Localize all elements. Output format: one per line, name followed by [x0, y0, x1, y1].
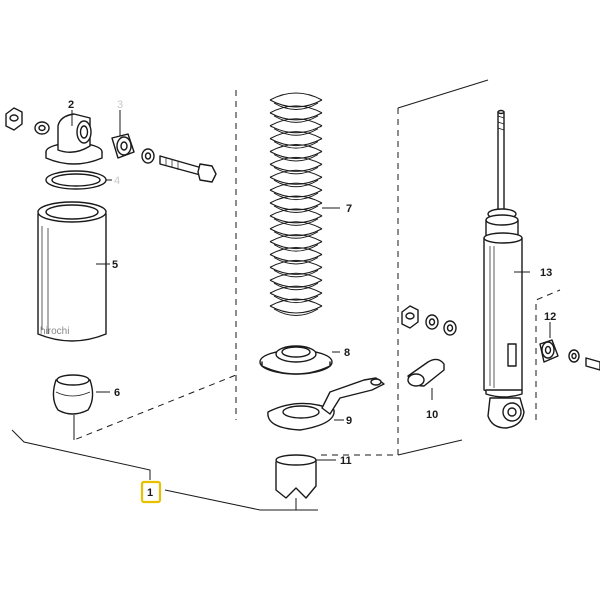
upper-mount-bracket — [45, 113, 103, 165]
spring-coil-back — [269, 182, 323, 191]
spring-coil-front — [269, 112, 323, 121]
spring-coil-inner — [273, 308, 319, 316]
bolt-top — [159, 155, 217, 183]
spring-coil-front — [269, 254, 323, 262]
spring-coil-inner — [273, 244, 319, 252]
spring-coil-front — [269, 266, 323, 275]
assembly-frame-lines — [11, 79, 561, 511]
bolt-12 — [585, 357, 600, 371]
spring-coil-front — [269, 176, 323, 185]
spring-coil-inner — [273, 282, 319, 291]
spring-coil-front — [269, 215, 323, 224]
spring-coil-inner — [273, 128, 319, 136]
bushing-12 — [539, 339, 559, 363]
spring-coil-inner — [273, 102, 319, 110]
spring-coil-front — [269, 189, 323, 198]
washer-mid — [141, 148, 155, 164]
spring-coil-back — [269, 92, 323, 101]
spring-coil-back — [269, 169, 323, 178]
spring-coil-inner — [273, 141, 319, 149]
callout-1-box[interactable] — [140, 480, 162, 504]
bump-stop — [52, 374, 94, 440]
spring-coil-inner — [273, 269, 319, 278]
washer-right-2 — [443, 320, 457, 336]
spring-coil-front — [269, 292, 323, 301]
spring-coil-back — [269, 234, 323, 243]
spring-coil-inner — [273, 231, 319, 239]
spring-coil-front — [269, 138, 323, 147]
spring-coil-front — [269, 151, 323, 159]
callout-8: 8 — [344, 347, 350, 359]
callout-9: 9 — [346, 415, 352, 427]
spring-coil-inner — [273, 115, 319, 123]
spring-coil-front — [269, 241, 323, 250]
washer-12 — [568, 349, 580, 363]
callout-4: 4 — [114, 175, 120, 187]
spring-coil-front — [269, 99, 323, 108]
callout-5: 5 — [112, 259, 118, 271]
callout-3: 3 — [117, 99, 123, 111]
spring-coil-back — [269, 259, 323, 268]
dust-cover-tube — [37, 201, 107, 342]
spring-coil-back — [269, 298, 323, 307]
callout-6: 6 — [114, 387, 120, 399]
callout-12: 12 — [544, 311, 556, 323]
callout-1: 1 — [147, 487, 153, 499]
spring-coil-inner — [273, 295, 319, 304]
spring-coil-back — [269, 272, 323, 281]
ring-4 — [45, 170, 107, 190]
callout-7: 7 — [346, 203, 352, 215]
callout-1-highlighted[interactable]: 1 — [140, 480, 162, 504]
adjusting-ring — [267, 402, 335, 431]
coil-spring — [269, 92, 323, 316]
callout-leaders — [71, 110, 551, 461]
spring-coil-back — [269, 131, 323, 140]
nut-left — [5, 107, 23, 131]
spring-coil-inner — [273, 154, 319, 162]
rubber-bushing-3 — [111, 133, 135, 159]
spring-coil-back — [269, 208, 323, 217]
spring-coil-back — [269, 144, 323, 152]
nut-right — [401, 305, 419, 329]
spring-coil-inner — [273, 257, 319, 265]
spring-coil-inner — [273, 205, 319, 213]
spring-coil-back — [269, 195, 323, 204]
callout-10: 10 — [426, 409, 438, 421]
spring-coil-front — [269, 202, 323, 211]
spring-coil-inner — [273, 218, 319, 226]
tapered-sleeve — [407, 358, 445, 387]
washer-right-1 — [425, 314, 439, 330]
retaining-clip — [275, 454, 317, 510]
spring-coil-back — [269, 105, 323, 114]
callout-2: 2 — [68, 99, 74, 111]
spring-coil-front — [269, 305, 323, 314]
spring-coil-front — [269, 279, 323, 288]
spring-coil-inner — [273, 192, 319, 201]
spring-coil-front — [269, 228, 323, 237]
spring-coil-front — [269, 125, 323, 134]
shock-absorber — [483, 109, 525, 429]
spring-coil-front — [269, 163, 323, 172]
spring-coil-inner — [273, 166, 319, 175]
spring-coil-back — [269, 247, 323, 255]
part-labels: 2 3 4 5 6 7 8 9 10 11 12 13 hirochi — [40, 99, 556, 467]
spring-seat — [259, 345, 333, 375]
spring-coil-back — [269, 221, 323, 230]
callout-11: 11 — [340, 455, 352, 467]
spring-coil-inner — [273, 179, 319, 188]
spanner-wrench — [321, 377, 385, 415]
spring-coil-back — [269, 285, 323, 294]
spring-coil-back — [269, 118, 323, 127]
watermark-text: hirochi — [40, 326, 69, 337]
spring-coil-back — [269, 156, 323, 165]
washer-left — [34, 121, 50, 135]
callout-13: 13 — [540, 267, 552, 279]
